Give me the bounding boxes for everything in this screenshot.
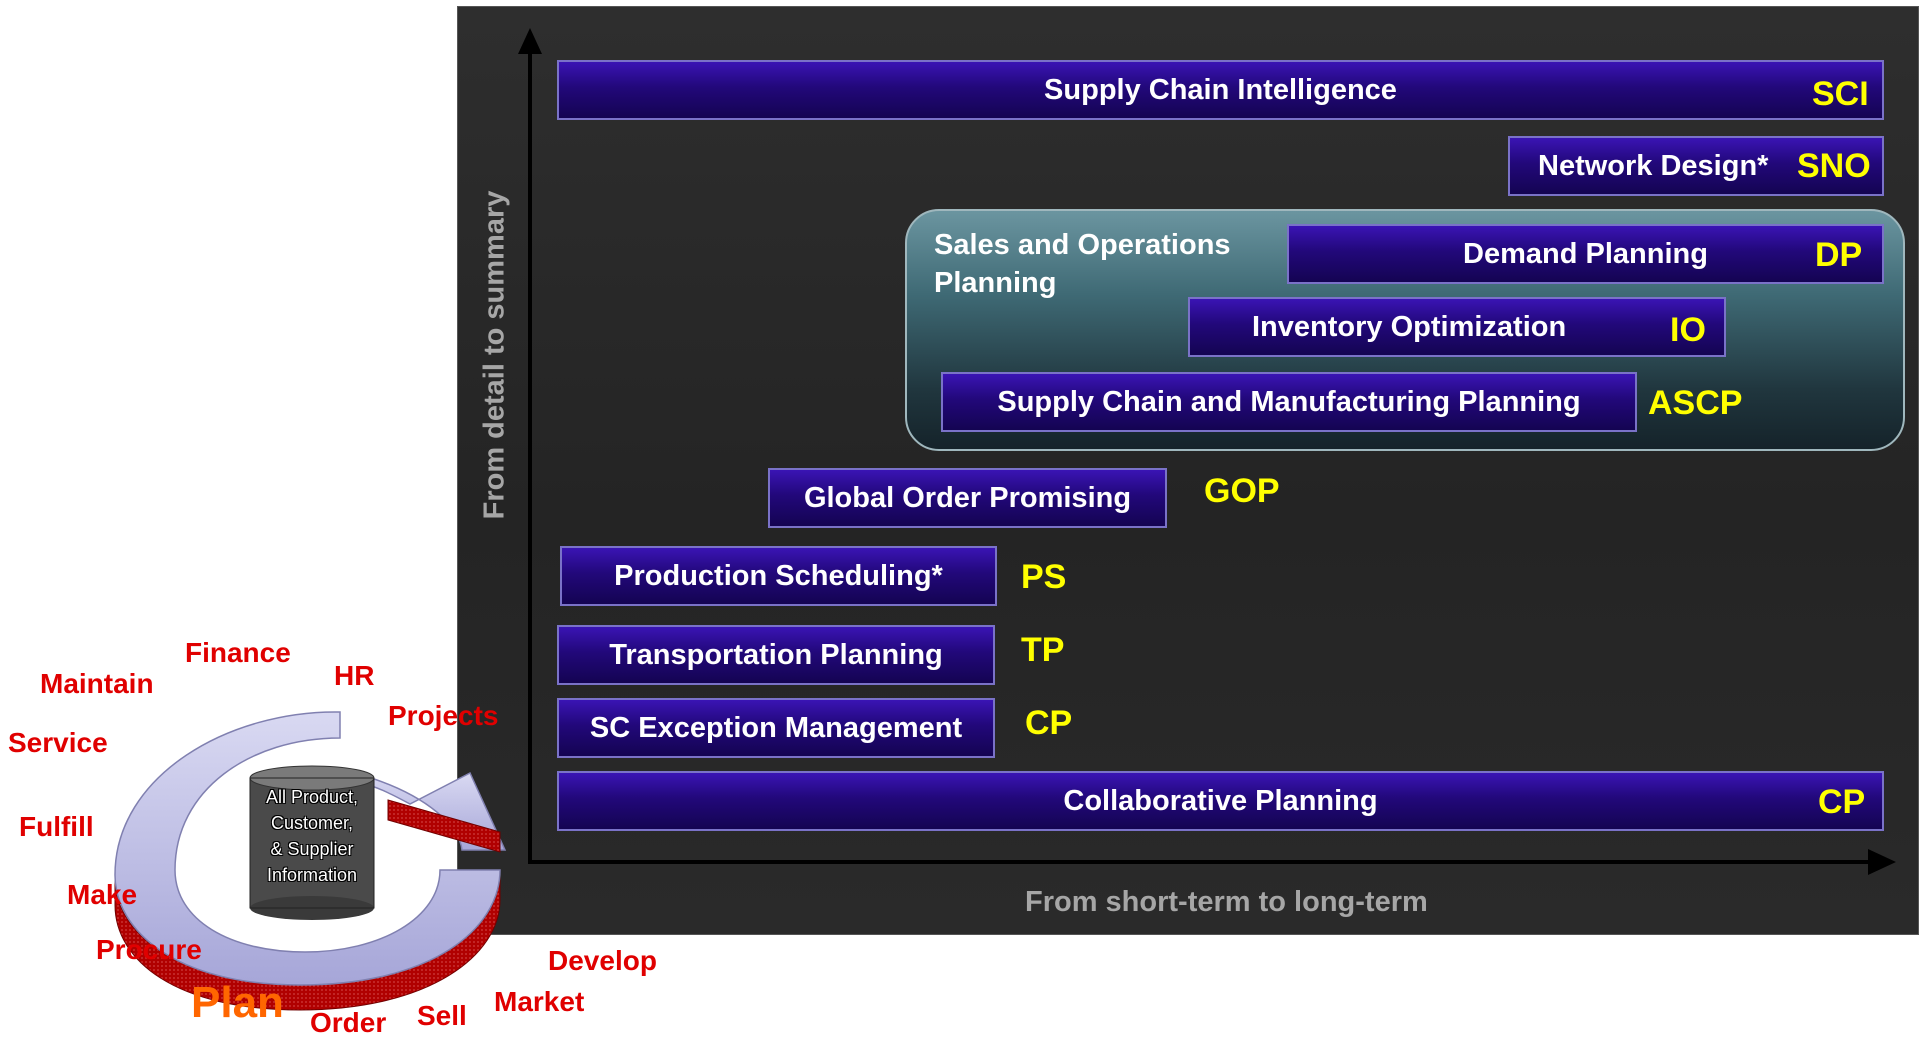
y-axis-arrowhead — [518, 28, 542, 54]
cycle-word-projects: Projects — [388, 700, 499, 731]
bar-label: Supply Chain and Manufacturing Planning — [997, 385, 1581, 418]
bar-label: Demand Planning — [1463, 237, 1708, 270]
code-ps: PS — [1021, 558, 1067, 596]
database-label-line-2: Customer, — [270, 813, 354, 833]
code-tp: TP — [1021, 631, 1065, 669]
bar-label: Supply Chain Intelligence — [1044, 73, 1397, 106]
bar-global-order-promising: Global Order Promising — [768, 468, 1167, 528]
database-label-line-1: All Product, — [265, 787, 359, 807]
cycle-word-maintain: Maintain — [40, 668, 154, 699]
database-label-line-4: Information — [266, 865, 358, 885]
bar-demand-planning: Demand Planning — [1287, 224, 1884, 284]
bar-supply-chain-intelligence: Supply Chain Intelligence — [557, 60, 1884, 120]
cycle-word-sell: Sell — [417, 1000, 467, 1031]
bar-label: Inventory Optimization — [1252, 310, 1567, 343]
x-axis-line — [528, 860, 1880, 864]
cycle-word-make: Make — [67, 879, 138, 910]
database-label: All Product, Customer, & Supplier Inform… — [248, 784, 376, 888]
bar-transportation-planning: Transportation Planning — [557, 625, 995, 685]
cycle-connector-bar — [387, 799, 501, 853]
bar-label: Production Scheduling* — [614, 559, 943, 592]
code-ascp: ASCP — [1648, 384, 1743, 422]
x-axis-arrowhead — [1868, 849, 1896, 875]
code-dp: DP — [1815, 236, 1863, 274]
cycle-word-develop: Develop — [548, 945, 657, 976]
cycle-word-procure: Procure — [96, 934, 202, 965]
sop-group-label: Sales and Operations Planning — [934, 226, 1274, 302]
code-cp-exception: CP — [1025, 704, 1073, 742]
code-io: IO — [1670, 311, 1706, 349]
bar-supply-chain-manufacturing-planning: Supply Chain and Manufacturing Planning — [941, 372, 1637, 432]
cycle-word-fulfill: Fulfill — [19, 811, 94, 842]
cycle-word-service: Service — [8, 727, 108, 758]
bar-network-design: Network Design* — [1508, 136, 1884, 196]
bar-sc-exception-management: SC Exception Management — [557, 698, 995, 758]
business-cycle-graphic — [114, 711, 507, 1011]
y-axis-line — [528, 40, 532, 862]
y-axis-label: From detail to summary — [478, 190, 511, 520]
sop-label-line-1: Sales and Operations — [934, 229, 1231, 261]
database-label-line-3: & Supplier — [270, 839, 354, 859]
bar-collaborative-planning: Collaborative Planning — [557, 771, 1884, 831]
code-sci: SCI — [1812, 75, 1869, 113]
bar-inventory-optimization: Inventory Optimization — [1188, 297, 1726, 357]
cycle-word-hr: HR — [334, 660, 375, 691]
bar-label: Transportation Planning — [609, 638, 943, 671]
cycle-word-finance: Finance — [185, 637, 291, 668]
cycle-word-plan: Plan — [191, 978, 284, 1027]
code-sno: SNO — [1797, 147, 1871, 185]
bar-label: Collaborative Planning — [1063, 784, 1378, 817]
x-axis-label: From short-term to long-term — [1025, 886, 1428, 918]
bar-production-scheduling: Production Scheduling* — [560, 546, 997, 606]
sop-label-line-2: Planning — [934, 267, 1057, 299]
cycle-word-order: Order — [310, 1007, 387, 1038]
database-cylinder-icon — [249, 765, 375, 920]
cycle-word-market: Market — [494, 986, 585, 1017]
code-cp-collaborative: CP — [1818, 783, 1866, 821]
bar-label: Global Order Promising — [803, 481, 1132, 514]
code-gop: GOP — [1204, 472, 1280, 510]
bar-label: Network Design* — [1538, 149, 1769, 182]
bar-label: SC Exception Management — [589, 711, 963, 744]
